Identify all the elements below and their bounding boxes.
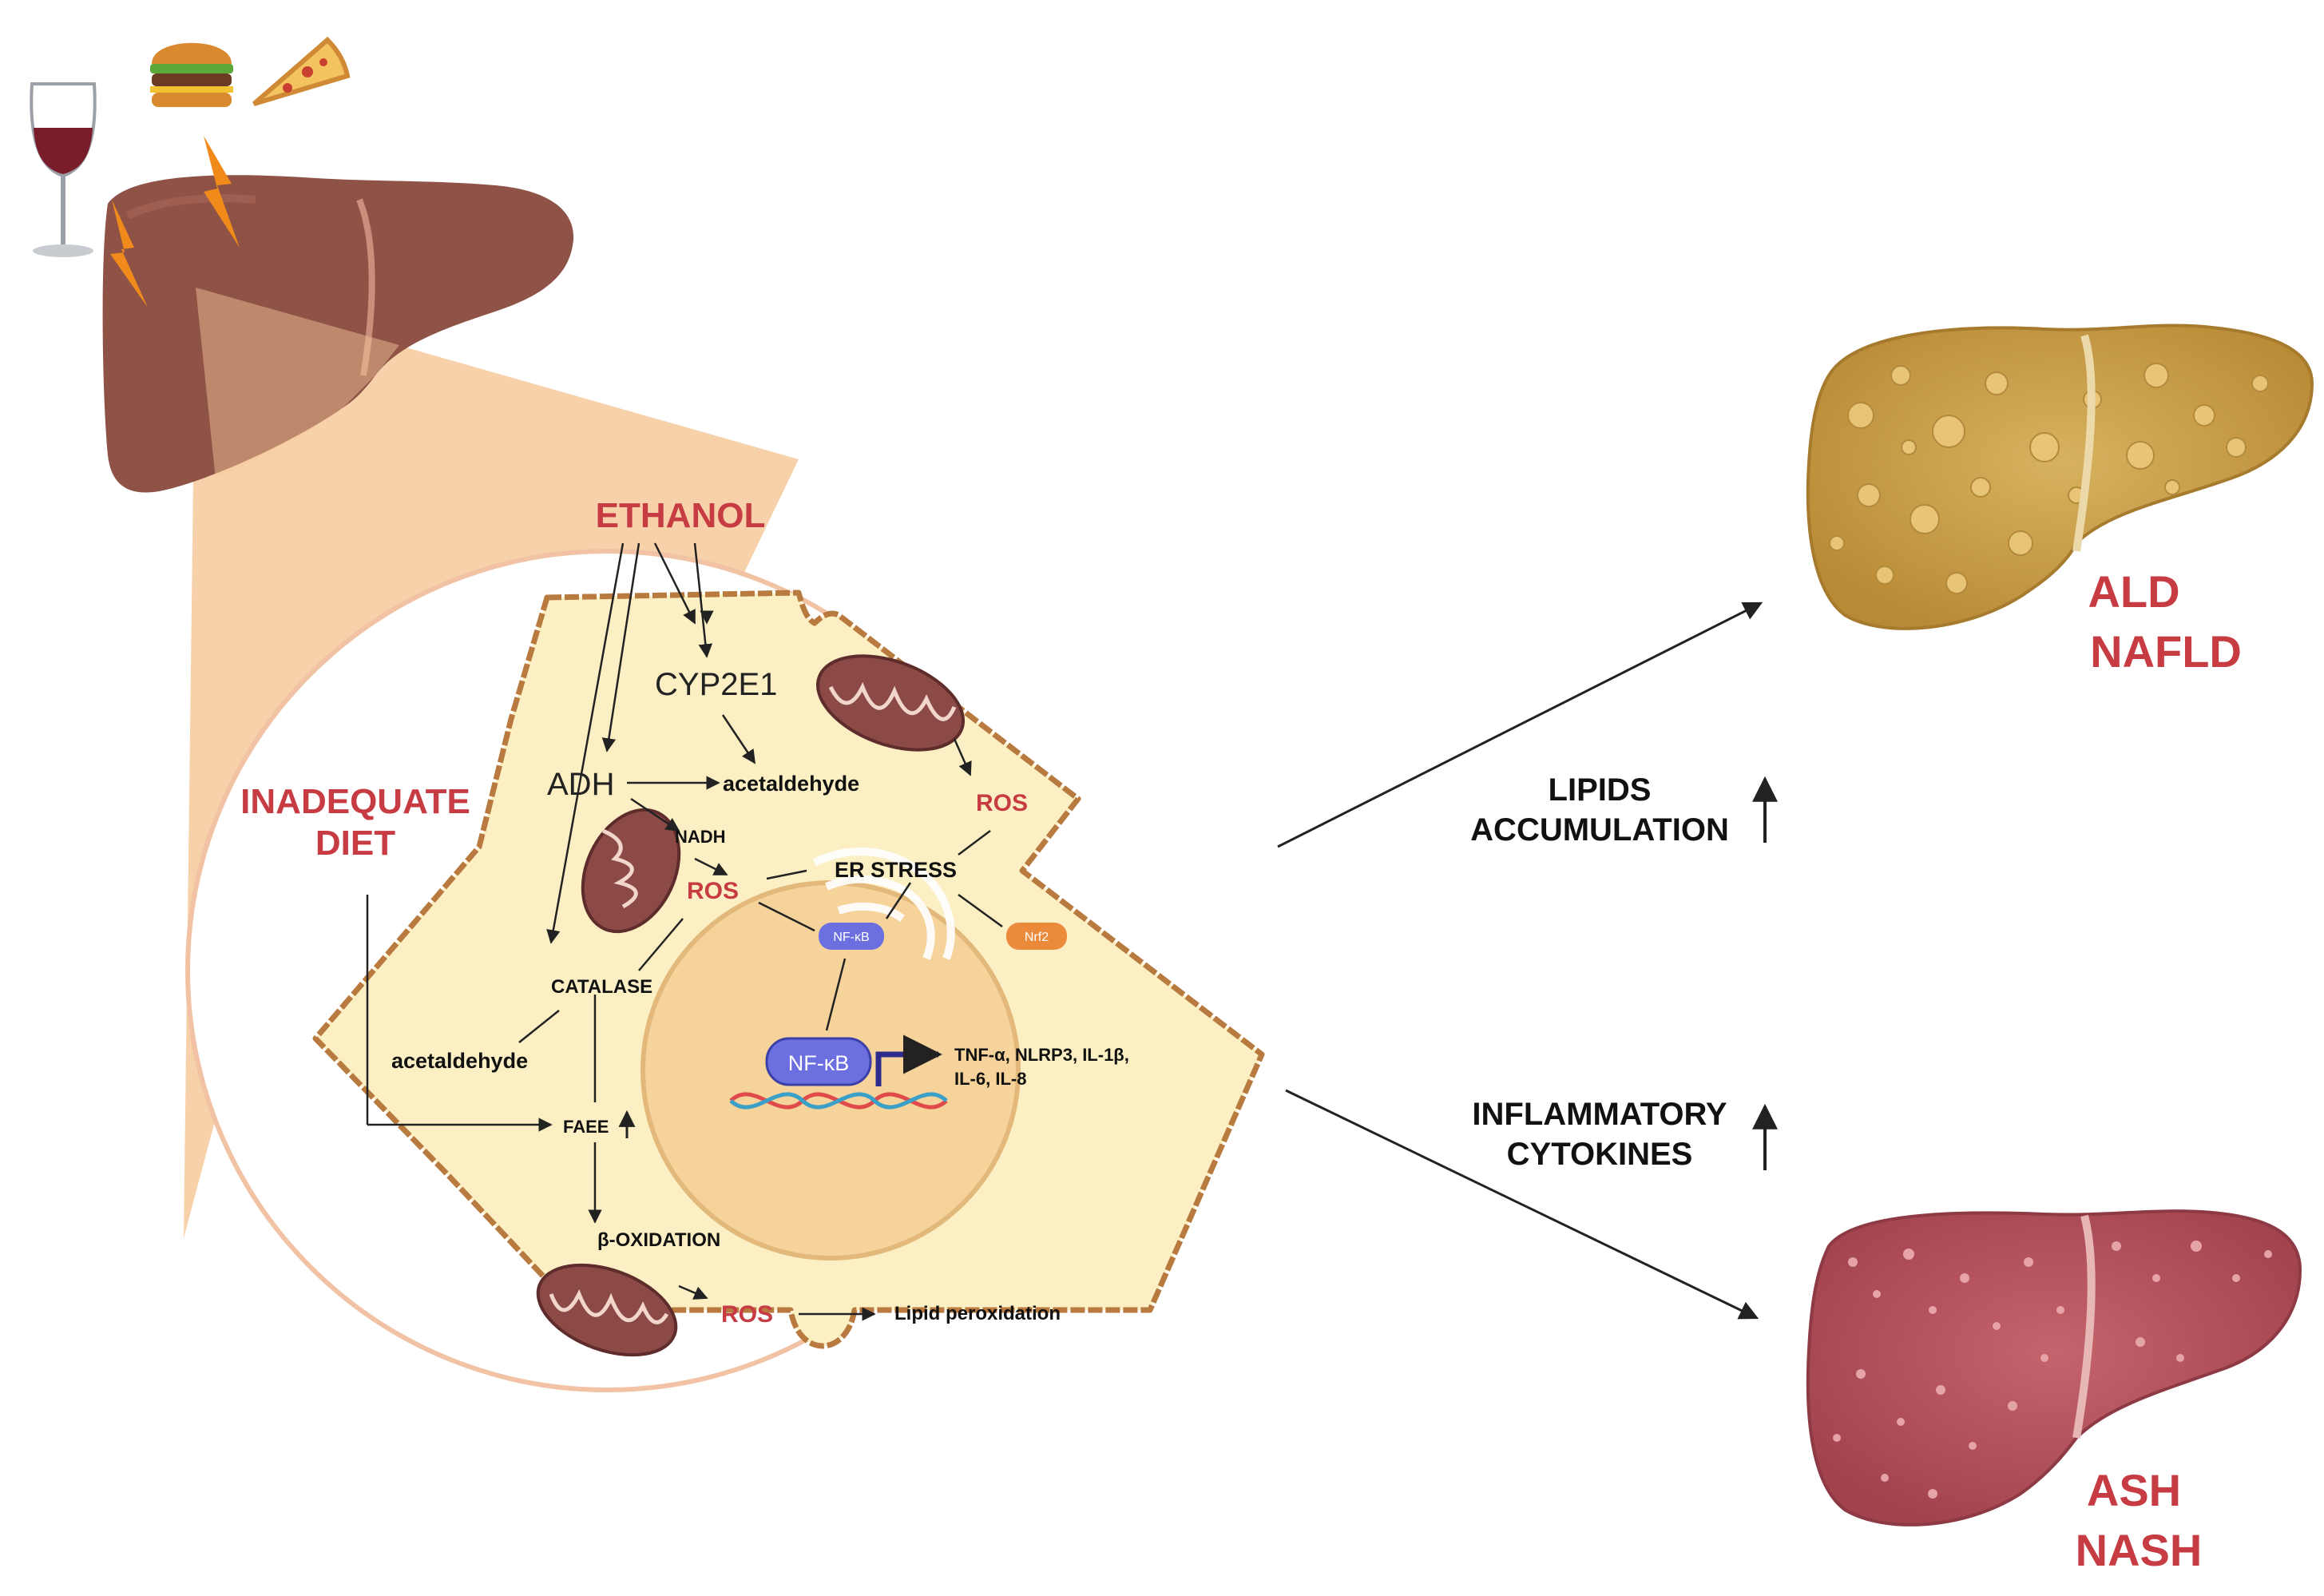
wine-glass-icon (30, 82, 97, 257)
inadequate-diet-label-line1: INADEQUATE (240, 782, 470, 821)
mitochondrion-icon (815, 654, 966, 752)
endoplasmic-reticulum-icon (812, 848, 955, 960)
outcome-arrow-upper (1277, 601, 1763, 848)
ash-label: ASH (2087, 1465, 2181, 1515)
cyp2e1-label: CYP2E1 (655, 667, 777, 702)
lipids-accumulation-line1: LIPIDS (1549, 772, 1652, 808)
pizza-icon (252, 36, 351, 106)
lipid-peroxidation-label: Lipid peroxidation (894, 1303, 1061, 1324)
ethanol-label: ETHANOL (596, 496, 766, 535)
er-stress-label: ER STRESS (835, 858, 957, 882)
nfkb-small-label: NF-κB (833, 931, 869, 944)
nfkb-large-label: NF-κB (788, 1051, 850, 1075)
inadequate-diet-label-line2: DIET (315, 824, 395, 863)
fatty-liver (1806, 324, 2314, 630)
nash-label: NASH (2076, 1525, 2203, 1575)
transcription-arrow (875, 1034, 942, 1086)
inflamed-liver (1806, 1209, 2302, 1527)
faee-label: FAEE (563, 1117, 609, 1137)
healthy-liver (102, 175, 574, 493)
ros-bottom-label: ROS (721, 1301, 773, 1328)
nrf2-label: Nrf2 (1025, 931, 1049, 944)
cytokines-genes-line1: TNF-α, NLRP3, IL-1β, (954, 1045, 1129, 1065)
mitochondrion-icon (581, 808, 681, 934)
ald-label: ALD (2088, 566, 2179, 617)
pathway-arrows (366, 542, 1003, 1321)
lipids-accumulation-line2: ACCUMULATION (1470, 812, 1729, 848)
burger-icon (150, 42, 233, 107)
nrf2-box (1006, 923, 1067, 950)
dna-icon (729, 1092, 948, 1110)
nfkb-small-box (819, 923, 884, 950)
lightning-icon (110, 136, 240, 308)
inflammatory-cytokines-line1: INFLAMMATORY (1472, 1097, 1727, 1132)
catalase-label: CATALASE (551, 976, 652, 998)
ros-center-label: ROS (687, 878, 739, 904)
beta-oxidation-label: β-OXIDATION (597, 1229, 720, 1251)
inflammatory-cytokines-line2: CYTOKINES (1507, 1137, 1693, 1172)
zoom-cone-overlay (196, 288, 399, 479)
acetaldehyde-top-label: acetaldehyde (723, 772, 859, 796)
cytokines-genes-line2: IL-6, IL-8 (954, 1069, 1026, 1089)
outcome-arrow-lower (1285, 1089, 1759, 1320)
ros-mito-top-label: ROS (976, 790, 1028, 816)
nafld-label: NAFLD (2090, 626, 2242, 677)
mitochondrion-icon (536, 1263, 678, 1357)
nadh-label: NADH (675, 827, 726, 847)
acetaldehyde-left-label: acetaldehyde (391, 1049, 528, 1073)
adh-label: ADH (547, 767, 614, 802)
nfkb-large-box (765, 1037, 872, 1086)
